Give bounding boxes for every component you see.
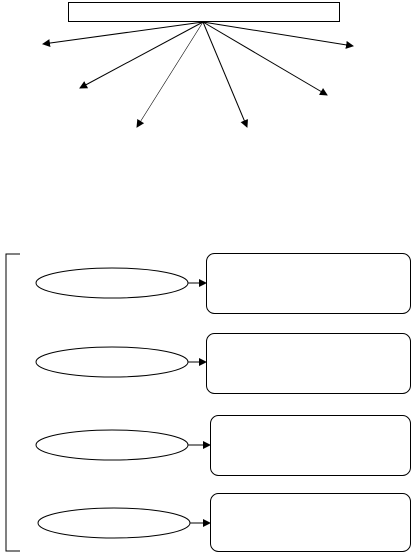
ray-arrow-far-left	[42, 21, 204, 48]
top-title-box	[68, 2, 340, 22]
row-3-oval	[35, 429, 189, 461]
row-4-box	[210, 493, 411, 552]
top-title-rect	[68, 2, 340, 22]
row-1-oval	[35, 267, 189, 299]
row-3-box	[210, 415, 411, 476]
row-2-oval	[35, 346, 189, 378]
ray-arrow-right	[202, 21, 328, 96]
ray-arrow-far-right	[202, 21, 354, 49]
left-bracket	[5, 253, 20, 552]
ray-arrow-lower-right	[202, 21, 248, 128]
ray-arrow-lower-left	[136, 21, 204, 128]
row-4-oval	[37, 507, 191, 539]
row-1-box	[206, 253, 411, 314]
flow-row-3	[35, 415, 411, 476]
radiating-arrows	[42, 21, 354, 128]
flow-row-2	[35, 333, 411, 394]
ray-arrow-left	[79, 21, 204, 89]
flow-row-4	[37, 493, 411, 552]
flow-row-1	[35, 253, 411, 314]
row-2-box	[206, 333, 411, 394]
